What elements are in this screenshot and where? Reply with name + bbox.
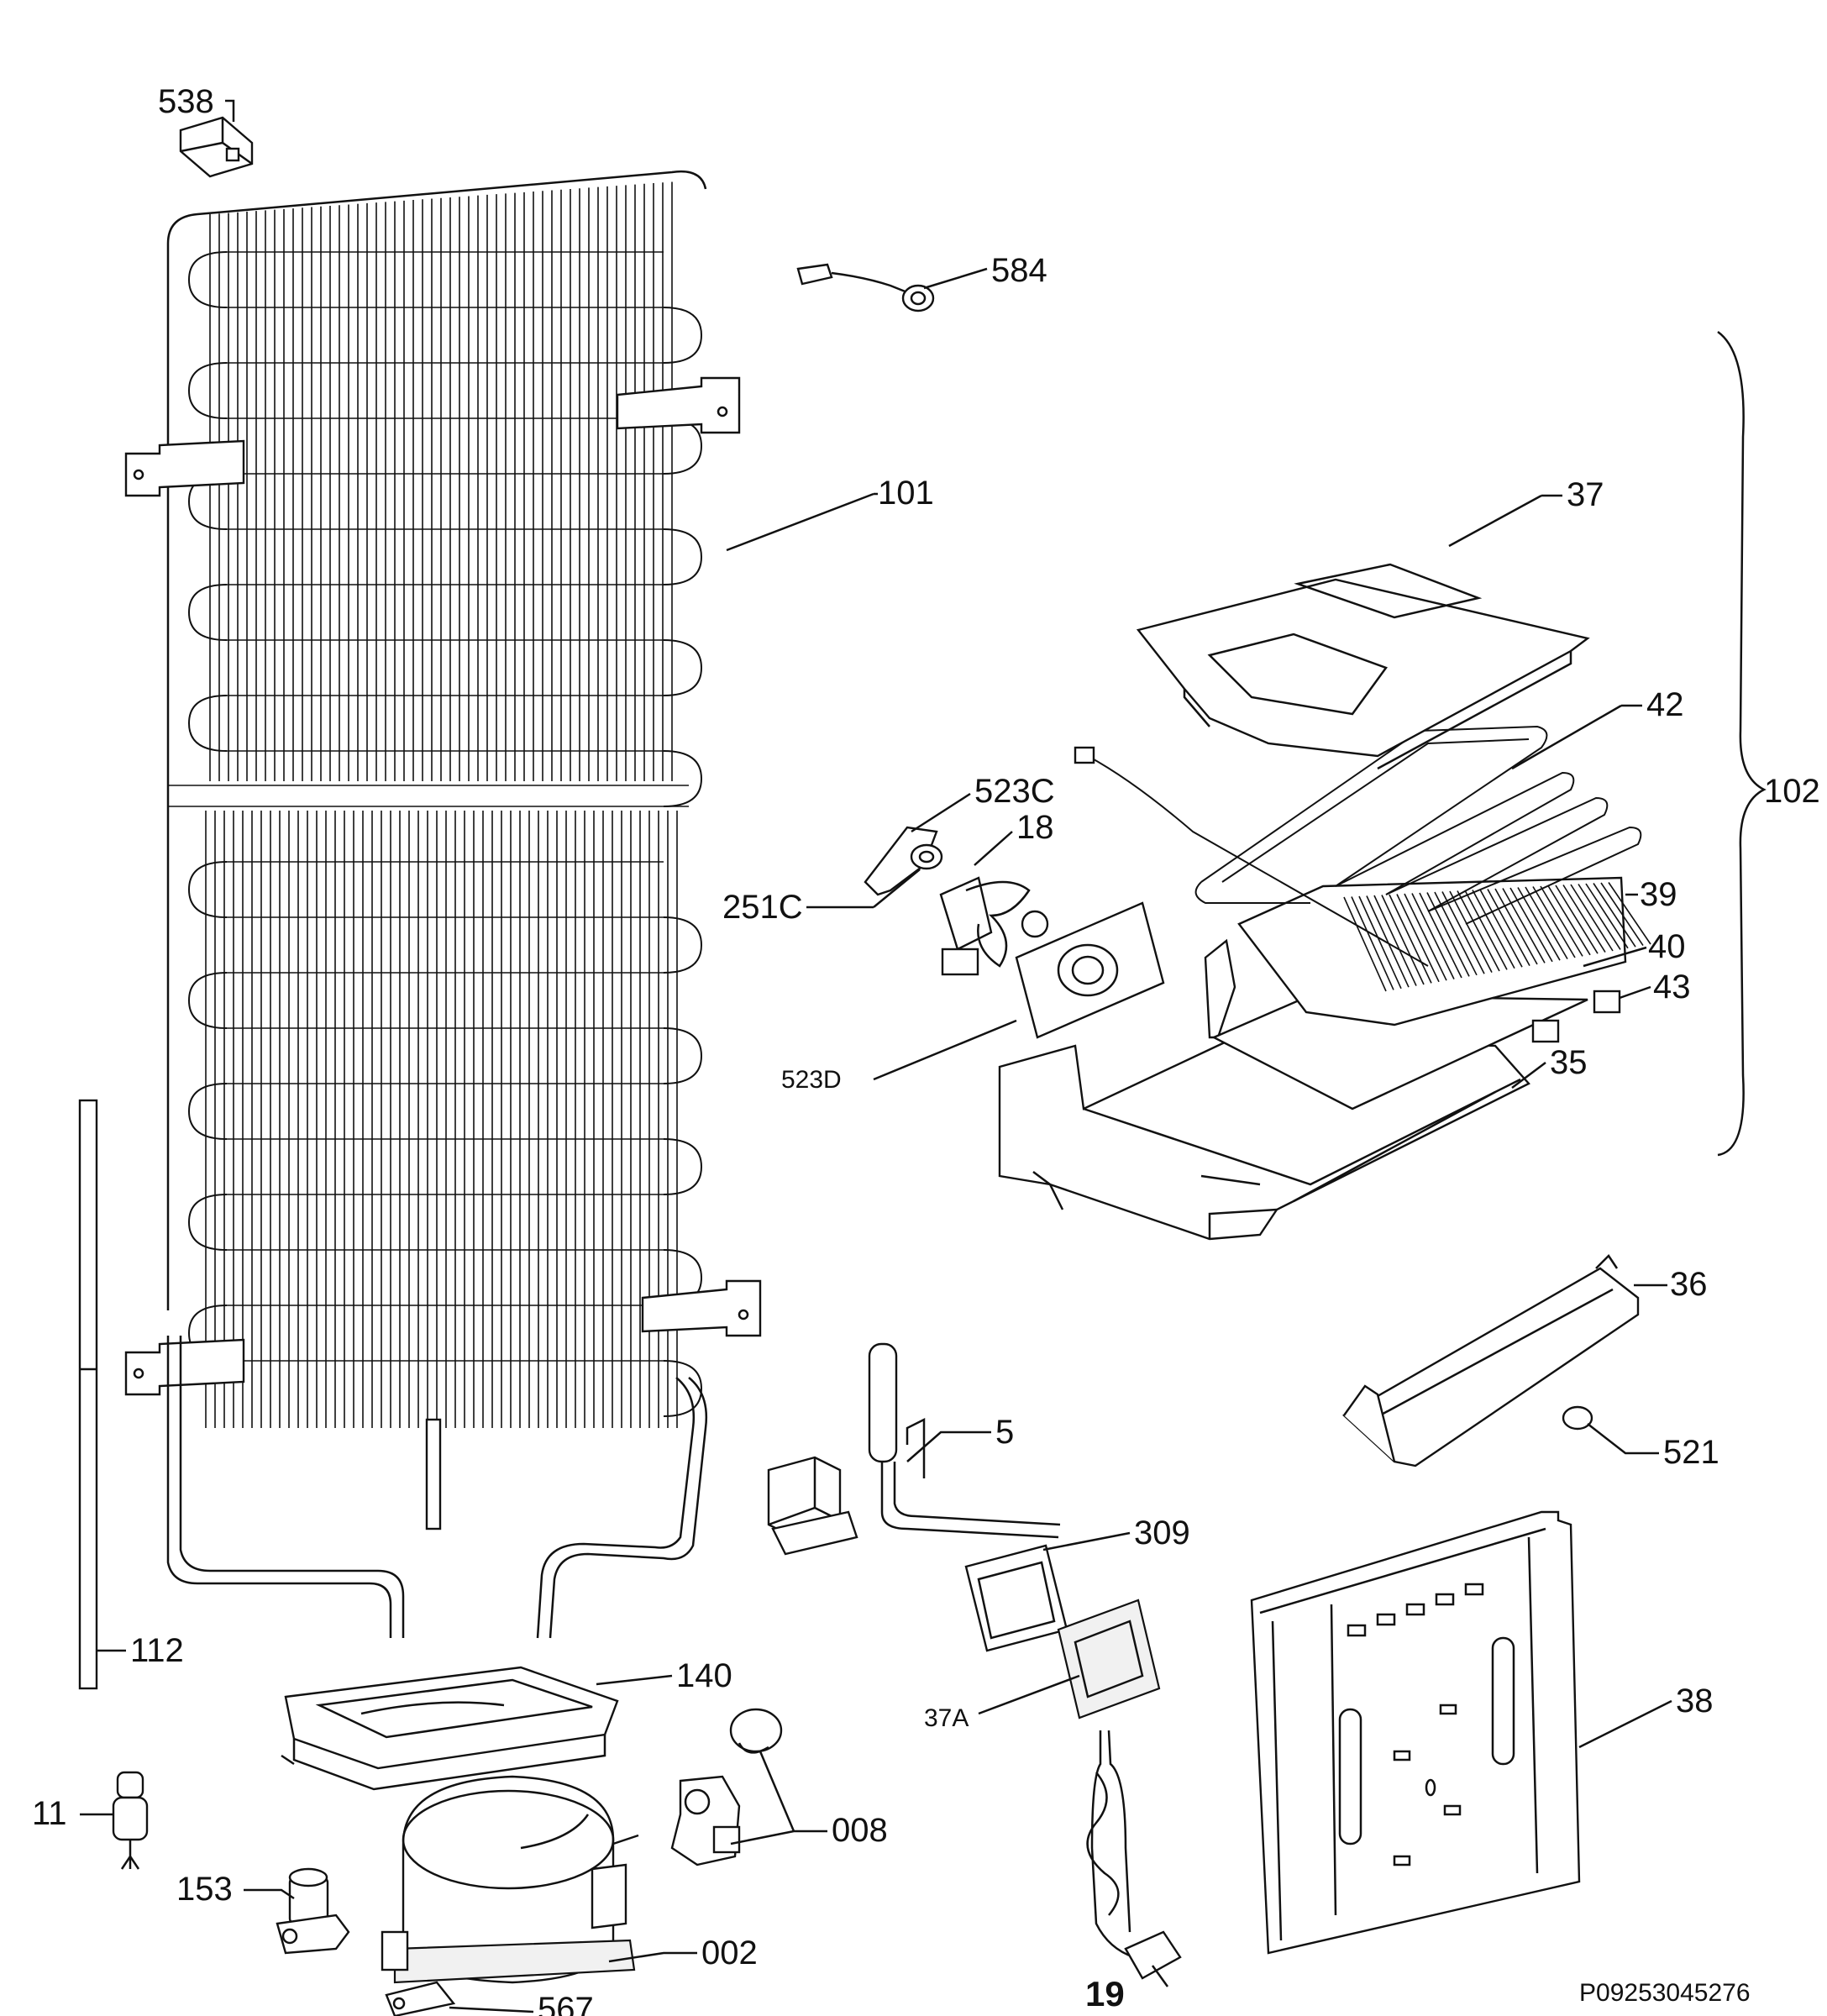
callout-43: 43 [1653,969,1691,1005]
callout-37: 37 [1567,476,1604,513]
callout-42: 42 [1646,686,1684,723]
condenser-lower-wires [205,811,678,1428]
condenser-bracket-bottom-right [641,1279,762,1337]
callout-36: 36 [1670,1266,1708,1303]
callout-002: 002 [701,1935,758,1971]
callout-18: 18 [1016,809,1054,846]
part-567-foot[interactable] [385,1981,456,2016]
callout-523c: 523C [974,773,1055,810]
condenser-bracket-top-left [124,439,245,497]
part-002-compressor[interactable] [381,1775,639,1984]
callout-112: 112 [130,1632,184,1669]
callout-521: 521 [1663,1434,1719,1471]
part-19-power-cable[interactable] [1086,1730,1182,1987]
callout-38: 38 [1676,1683,1714,1719]
condenser-upper-wires [209,181,673,781]
part-112-tube[interactable] [78,1099,98,1690]
callout-101: 101 [878,475,934,512]
callout-008: 008 [832,1812,888,1849]
part-523d-fan-cover[interactable] [1015,901,1165,1039]
callout-5: 5 [995,1414,1014,1451]
callout-309: 309 [1134,1515,1190,1551]
part-43-connector[interactable] [1531,990,1621,1043]
part-39-evaporator[interactable] [1237,876,1651,1026]
part-538-clip[interactable] [179,116,254,178]
callout-40: 40 [1648,928,1686,965]
callout-567: 567 [538,1991,594,2016]
part-42-heater[interactable] [1074,725,1642,967]
leader-lines [80,99,1672,2013]
part-18-fan-motor[interactable] [939,876,1049,976]
callout-251c: 251C [722,889,803,926]
part-38-back-panel[interactable] [1250,1510,1581,1955]
callout-102: 102 [1764,773,1820,810]
part-521-ring[interactable] [1562,1405,1593,1431]
condenser-bracket-top-right [616,376,741,434]
part-153-valve[interactable] [276,1867,350,1955]
callout-35: 35 [1550,1044,1588,1081]
callout-584: 584 [991,252,1047,289]
part-584-sensor[interactable] [796,263,935,312]
part-5-solenoid[interactable] [767,1342,1061,1556]
reference-code: P09253045276 [1579,1979,1751,2007]
part-309-control-board[interactable] [964,1544,1161,1719]
callout-523d: 523D [781,1066,842,1094]
callout-19: 19 [1085,1974,1125,2013]
condenser-bracket-bottom-left [124,1338,245,1396]
condenser-part[interactable] [124,170,762,1639]
callout-labels: 538 584 101 37 102 42 523C 18 251C 39 40… [32,83,1820,2016]
part-36-drain-channel[interactable] [1341,1254,1640,1467]
part-251c-grommet[interactable] [910,843,943,870]
part-35-evaporator-housing[interactable] [998,938,1530,1241]
evaporator-fins [1343,882,1651,992]
callout-11: 11 [32,1795,67,1832]
part-008-relay[interactable] [670,1708,783,1866]
part-140-tray[interactable] [281,1666,619,1791]
part-40-insulation-sheet[interactable] [1211,994,1588,1110]
part-11-filter[interactable] [112,1771,149,1870]
callout-153: 153 [176,1871,233,1908]
condenser-coils [187,251,703,1417]
callout-37a: 37A [924,1704,969,1732]
callout-140: 140 [676,1657,732,1694]
callout-39: 39 [1640,876,1677,913]
callout-538: 538 [158,83,214,120]
part-37-evaporator-cover[interactable] [1136,563,1590,770]
group-102-brace [1717,330,1767,1157]
